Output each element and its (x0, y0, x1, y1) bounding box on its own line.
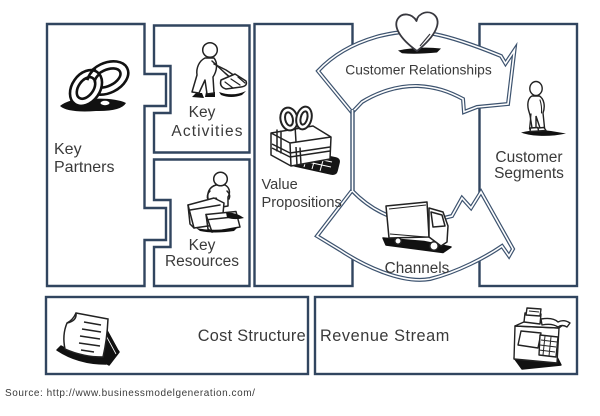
svg-text:Cost Structure: Cost Structure (198, 327, 306, 345)
svg-text:Key: Key (54, 141, 82, 158)
svg-text:Source: http://www.businessmod: Source: http://www.businessmodelgenerati… (5, 388, 255, 399)
svg-text:Partners: Partners (54, 159, 114, 176)
svg-text:Activities: Activities (171, 123, 243, 140)
svg-text:Segments: Segments (494, 165, 564, 182)
svg-text:Key: Key (189, 237, 216, 254)
svg-text:Customer: Customer (495, 149, 562, 166)
svg-text:Value: Value (262, 177, 298, 193)
svg-text:Key: Key (189, 104, 216, 121)
svg-text:Customer Relationships: Customer Relationships (345, 63, 492, 78)
svg-text:Revenue Stream: Revenue Stream (320, 327, 450, 345)
svg-text:Resources: Resources (165, 253, 239, 270)
svg-text:Propositions: Propositions (262, 195, 342, 211)
svg-text:Channels: Channels (385, 260, 450, 277)
